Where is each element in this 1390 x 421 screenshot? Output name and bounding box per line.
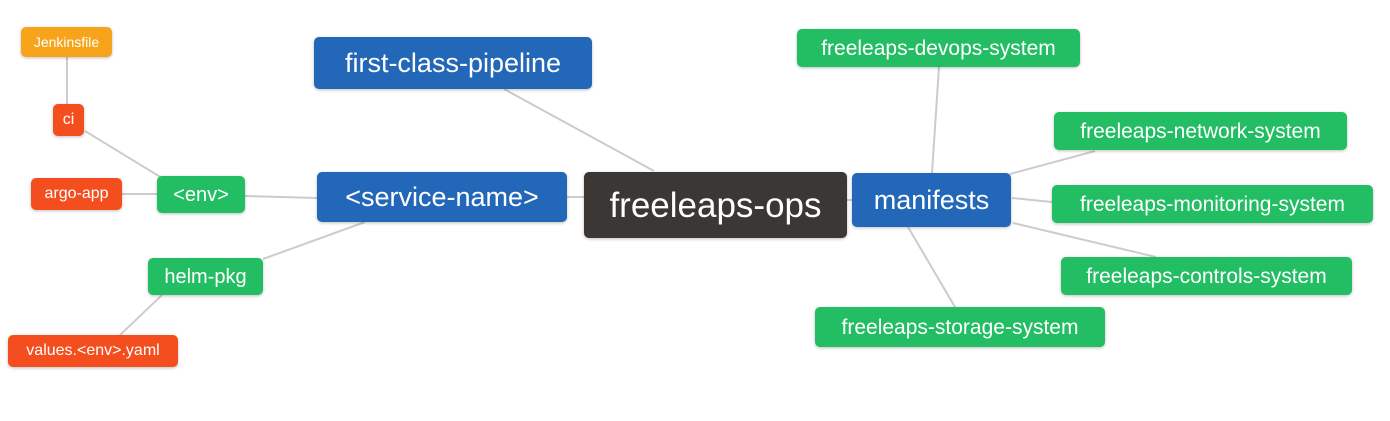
edge-first-class-pipeline-root [503,88,655,172]
edge-manifests-network [1009,150,1096,175]
edge-manifests-monitoring [1011,197,1053,203]
node-freeleaps-devops-system[interactable]: freeleaps-devops-system [797,29,1080,67]
node-freeleaps-controls-system[interactable]: freeleaps-controls-system [1061,257,1352,295]
node-freeleaps-monitoring-system[interactable]: freeleaps-monitoring-system [1052,185,1373,223]
edge-env-service-name [244,195,318,199]
edge-manifests-controls [1012,222,1157,258]
edge-service-name-helm-pkg [262,221,366,260]
node-helm-pkg[interactable]: helm-pkg [148,258,263,295]
edge-helm-pkg-values [119,294,163,336]
node-ci[interactable]: ci [53,104,84,136]
node-manifests[interactable]: manifests [852,173,1011,227]
node-values-env-yaml[interactable]: values.<env>.yaml [8,335,178,367]
edge-ci-env [84,130,163,179]
node-service-name[interactable]: <service-name> [317,172,567,222]
node-first-class-pipeline[interactable]: first-class-pipeline [314,37,592,89]
node-argo-app[interactable]: argo-app [31,178,122,210]
edge-manifests-devops [931,66,940,174]
node-freeleaps-network-system[interactable]: freeleaps-network-system [1054,112,1347,150]
node-freeleaps-storage-system[interactable]: freeleaps-storage-system [815,307,1105,347]
node-jenkinsfile[interactable]: Jenkinsfile [21,27,112,57]
node-env[interactable]: <env> [157,176,245,213]
node-freeleaps-ops-root[interactable]: freeleaps-ops [584,172,847,238]
edge-manifests-storage [907,226,956,308]
